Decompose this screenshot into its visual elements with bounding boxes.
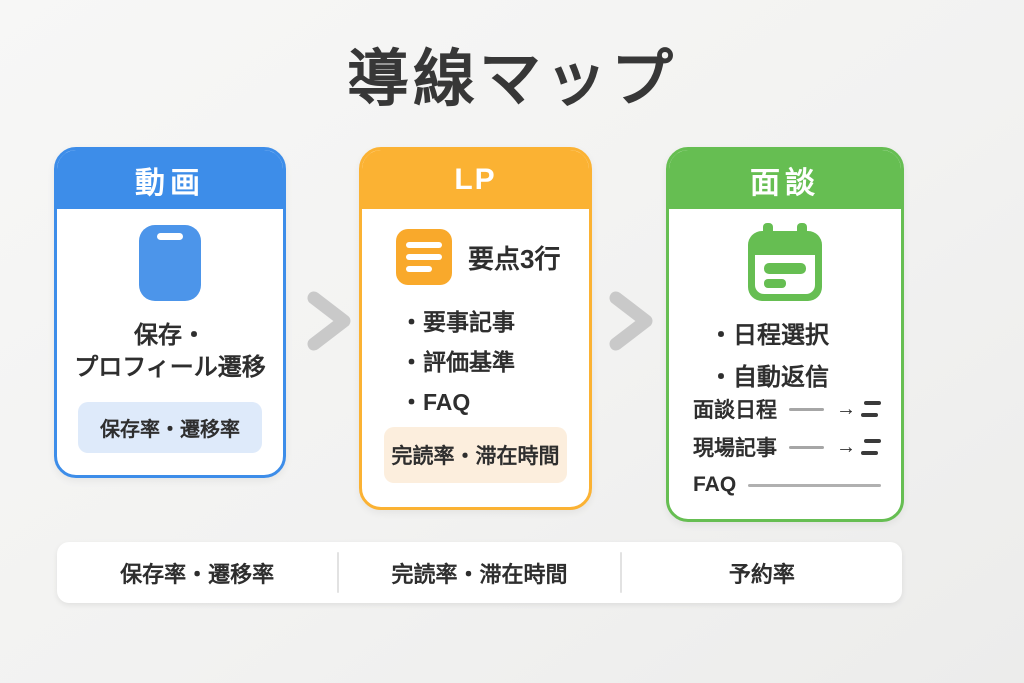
page-title: 導線マップ [346, 45, 677, 114]
card-interview-bullet: ・日程選択 [709, 322, 829, 349]
flow-arrow-icon [307, 291, 351, 351]
card-interview: 面談 ・日程選択 ・自動返信 面談日程 → 現場記事 → FAQ [666, 147, 904, 522]
link-row: 現場記事 → [693, 428, 881, 466]
document-icon [396, 229, 452, 285]
metric-segment: 完読率・滞在時間 [391, 561, 568, 587]
card-interview-bullet-list: ・日程選択 ・自動返信 [709, 315, 901, 399]
metric-segment: 予約率 [728, 561, 795, 587]
arrow-right-icon: → [836, 397, 856, 420]
arrow-right-icon: → [836, 435, 856, 458]
segment-divider [619, 552, 622, 593]
metric-segment: 保存率・遷移率 [120, 561, 275, 587]
card-video: 動画 保存・ プロフィール遷移 保存率・遷移率 [54, 147, 286, 478]
card-lp-bullet: ・評価基準 [400, 349, 515, 376]
card-lp-bullet: ・FAQ [400, 389, 471, 416]
card-interview-header: 面談 [669, 150, 901, 209]
calendar-icon [748, 223, 822, 303]
connector-line [789, 445, 824, 449]
link-row-label: FAQ [693, 473, 737, 496]
card-lp-icon-row: 要点3行 [396, 229, 589, 285]
link-row: 面談日程 → [693, 390, 881, 428]
list-icon [861, 400, 881, 418]
connector-line [748, 483, 881, 487]
card-lp-bullet: ・要事記事 [400, 309, 515, 335]
card-video-text-line1: 保存・ [134, 322, 206, 349]
card-video-body: 保存・ プロフィール遷移 保存率・遷移率 [57, 209, 283, 453]
segment-divider [337, 552, 340, 593]
link-row-label: 面談日程 [693, 399, 777, 422]
card-lp: LP 要点3行 ・要事記事 ・評価基準 ・FAQ 完読率・滞在時間 [359, 147, 592, 510]
card-lp-metric-pill: 完読率・滞在時間 [384, 427, 567, 483]
list-icon [861, 438, 881, 456]
metrics-summary-bar: 保存率・遷移率 完読率・滞在時間 予約率 [57, 542, 902, 603]
card-lp-caption: 要点3行 [468, 243, 561, 274]
card-video-text: 保存・ プロフィール遷移 [74, 320, 266, 385]
smartphone-icon [139, 225, 201, 301]
connector-line [789, 407, 824, 411]
card-interview-link-rows: 面談日程 → 現場記事 → FAQ [693, 390, 881, 504]
flow-arrow-icon [609, 291, 653, 351]
link-row-label: 現場記事 [693, 437, 777, 460]
link-row: FAQ [693, 466, 881, 504]
card-video-header: 動画 [57, 150, 283, 209]
card-lp-bullet-list: ・要事記事 ・評価基準 ・FAQ [400, 302, 589, 422]
card-lp-header: LP [362, 150, 589, 209]
card-interview-bullet: ・自動返信 [709, 364, 829, 391]
card-video-text-line2: プロフィール遷移 [74, 354, 266, 382]
card-video-metric-pill: 保存率・遷移率 [78, 401, 262, 453]
